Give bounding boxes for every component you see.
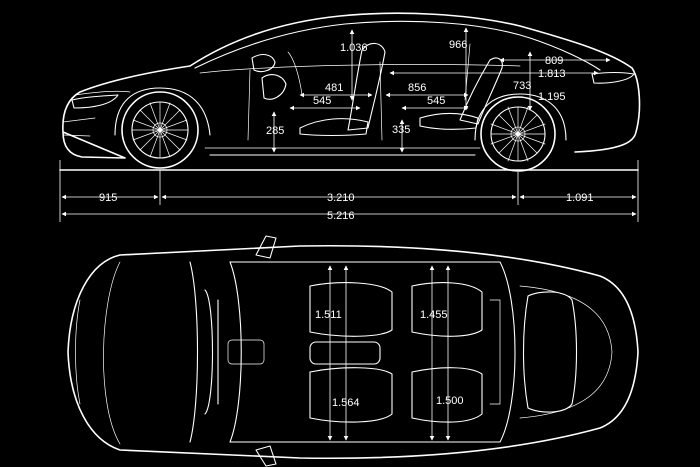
- car-body-outline: [62, 12, 641, 159]
- top-rear-window: [522, 291, 578, 413]
- dim-rear-elbow: 1.500: [436, 395, 464, 407]
- dim-front-elbow: 1.564: [332, 397, 360, 409]
- top-front-seat-right: [309, 367, 393, 423]
- dim-trunk-depth: 809: [545, 55, 563, 67]
- dim-floor-rear: 335: [392, 124, 410, 136]
- rear-seat: [419, 57, 503, 130]
- dim-height-c: 1.195: [538, 91, 566, 103]
- top-console: [309, 341, 381, 365]
- top-roof-outline: [229, 261, 516, 443]
- headlight: [71, 94, 119, 109]
- taillight: [591, 71, 635, 84]
- dim-height-a: 1.813: [538, 68, 566, 80]
- dim-legroom-rear: 856: [408, 82, 426, 94]
- side-mirror: [251, 53, 276, 73]
- front-wheel: [114, 87, 211, 169]
- dim-rear-overhang: 1.091: [566, 192, 594, 204]
- dim-roof-rear: 966: [449, 39, 467, 51]
- top-mirror-left: [255, 235, 277, 259]
- dim-floor-front: 285: [266, 125, 284, 137]
- dim-wheelbase: 3.210: [327, 192, 355, 204]
- top-mirror-right: [255, 445, 277, 467]
- dim-seat-front: 545: [313, 95, 331, 107]
- dim-rear-shoulder: 1.455: [420, 309, 448, 321]
- dim-seat-rear: 545: [427, 95, 445, 107]
- top-dashboard: [204, 289, 219, 415]
- top-windshield: [189, 261, 242, 443]
- top-body-outline: [67, 244, 639, 460]
- side-view: 1.036 966 481 856 545 545 285 335 809 1.…: [59, 12, 641, 222]
- top-view: 1.511 1.564 1.455 1.500: [67, 235, 639, 467]
- rear-wheel: [474, 93, 567, 172]
- dim-legroom-front: 481: [325, 82, 343, 94]
- dim-height-b: 733: [513, 80, 531, 92]
- dim-roof-front: 1.036: [340, 42, 368, 54]
- dim-front-overhang: 915: [99, 192, 117, 204]
- dim-front-shoulder: 1.511: [315, 309, 342, 321]
- window-line: [194, 20, 601, 71]
- steering-wheel: [261, 74, 287, 100]
- dim-overall-length: 5.216: [327, 210, 355, 222]
